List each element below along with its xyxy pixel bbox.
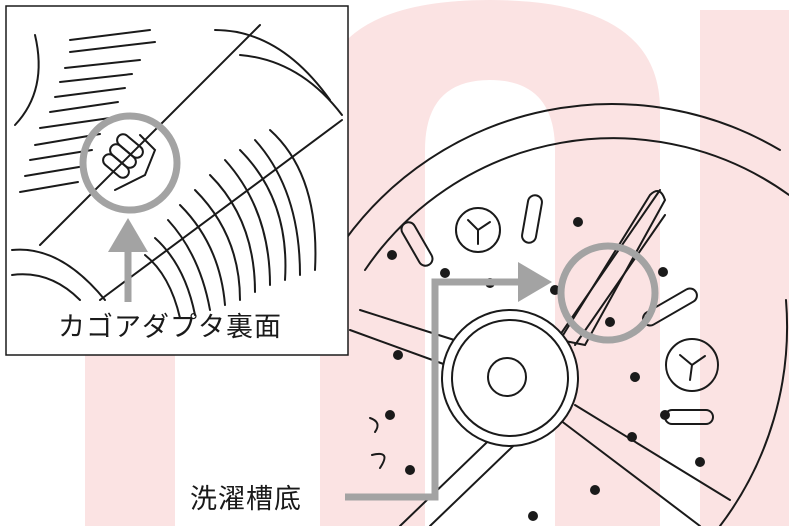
hub-center xyxy=(487,357,527,397)
arrow-up-icon xyxy=(108,218,148,252)
hub-outer xyxy=(441,309,579,447)
tub-outer-rim xyxy=(344,103,781,241)
inset-fins-lower xyxy=(144,129,317,319)
tub-bottom-view xyxy=(344,103,789,526)
inset-adapter-arc xyxy=(14,34,40,126)
arrow-right-icon xyxy=(518,262,552,302)
watermark-right-stem xyxy=(700,10,789,526)
tub-bottom-label: 洗濯槽底 xyxy=(190,484,302,515)
tub-outer-rim-bottom xyxy=(719,299,789,526)
hole-cover-left xyxy=(455,207,501,253)
inset-detail xyxy=(11,24,343,319)
inset-label: カゴアダプタ裏面 xyxy=(58,312,282,343)
inset-hooks xyxy=(102,133,157,191)
main-callout-circle xyxy=(557,242,659,344)
hole-cover-right xyxy=(665,338,719,392)
tub-inner-rim xyxy=(364,137,789,271)
hub-ring xyxy=(451,319,569,437)
main-callout-leader xyxy=(345,278,520,501)
main-callout xyxy=(345,242,659,501)
pulsator-blade xyxy=(558,190,667,347)
inset-callout-circle xyxy=(79,112,181,214)
inset-callout xyxy=(79,112,181,302)
drain-holes xyxy=(385,217,705,521)
inset-fins-upper xyxy=(19,29,156,193)
